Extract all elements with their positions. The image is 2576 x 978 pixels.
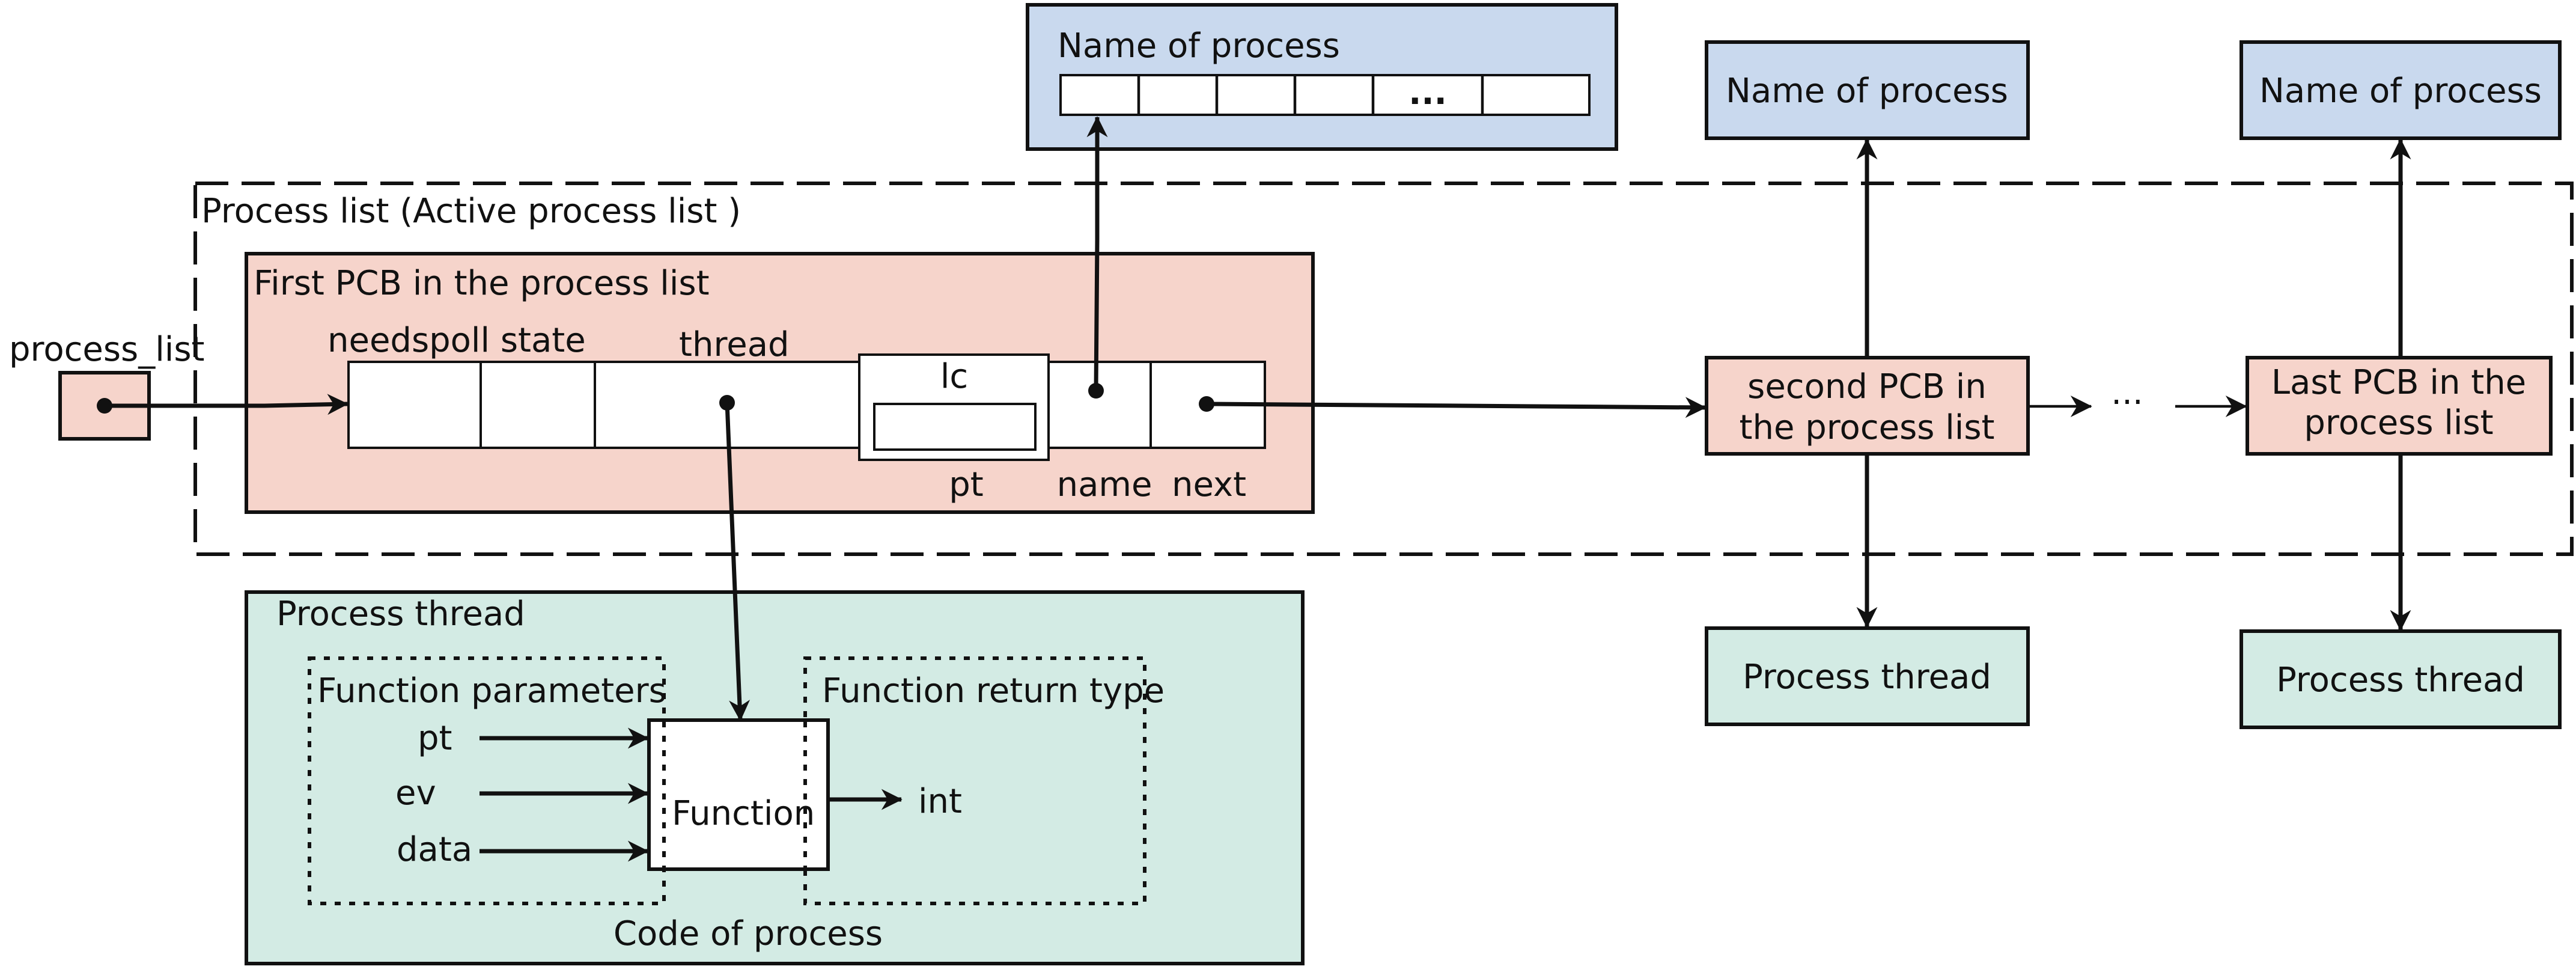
name-array-ellipsis: ...: [1408, 73, 1447, 112]
function-return-title: Function return type: [822, 671, 1165, 711]
process-list-variable: process_list: [9, 330, 204, 441]
connectors: [105, 116, 2411, 862]
param-pt: pt: [418, 719, 452, 758]
first-pcb: First PCB in the process list needspoll …: [245, 252, 1315, 514]
last-pcb-thread-box: Process thread: [2240, 629, 2562, 729]
thread-label: thread: [679, 325, 790, 364]
next-label: next: [1172, 465, 1246, 504]
second-pcb-line1: second PCB in: [1747, 367, 1987, 406]
lc-label: lc: [940, 357, 968, 396]
second-pcb-name-box: Name of process: [1705, 40, 2030, 140]
needspoll-state-label: needspoll state: [327, 321, 586, 360]
last-name-label: Name of process: [2259, 72, 2542, 111]
param-data: data: [397, 830, 472, 869]
arrow-next-to-second-pcb: [1206, 397, 1707, 418]
name-label: name: [1057, 465, 1153, 504]
second-thread-label: Process thread: [1743, 658, 1991, 697]
first-pcb-title: First PCB in the process list: [254, 264, 710, 303]
second-pcb-line2: the process list: [1740, 408, 1995, 447]
function-box: [647, 718, 830, 871]
top-name-of-process-box: Name of process ...: [1026, 3, 1618, 151]
name-field: [1047, 361, 1152, 449]
param-ev: ev: [395, 774, 436, 813]
process-thread-panel: Process thread Function parameters Funct…: [245, 590, 1305, 965]
last-pcb-name-box: Name of process: [2240, 40, 2562, 140]
pt-label: pt: [949, 465, 984, 504]
arrow-name-to-top-box: [1086, 116, 1108, 391]
last-thread-label: Process thread: [2276, 661, 2525, 700]
process-thread-title: Process thread: [276, 594, 525, 634]
function-parameters-title: Function parameters: [317, 671, 666, 711]
process-list-var-label: process_list: [9, 330, 204, 369]
active-process-list: Process list (Active process list ): [193, 182, 2574, 556]
function-return-group: [803, 656, 1146, 905]
active-list-title: Process list (Active process list ): [201, 192, 741, 231]
second-name-label: Name of process: [1726, 72, 2008, 111]
second-pcb-thread-box: Process thread: [1705, 626, 2030, 726]
lc-inner-field: [873, 403, 1037, 451]
needspoll-field: [347, 361, 482, 449]
state-field: [480, 361, 596, 449]
function-label: Function: [672, 794, 815, 833]
top-name-box-title: Name of process: [1058, 26, 1340, 66]
last-pcb: Last PCB in the process list: [2246, 356, 2553, 456]
code-of-process-label: Code of process: [614, 914, 883, 953]
middle-ellipsis: ···: [2111, 383, 2143, 422]
return-int: int: [918, 782, 962, 821]
last-pcb-line1: Last PCB in the: [2271, 363, 2526, 402]
second-pcb: second PCB in the process list: [1705, 356, 2030, 456]
last-pcb-line2: process list: [2304, 403, 2493, 442]
arrow-thread-to-function: [725, 402, 751, 721]
arrow-process-list-to-first-pcb: [105, 394, 349, 415]
